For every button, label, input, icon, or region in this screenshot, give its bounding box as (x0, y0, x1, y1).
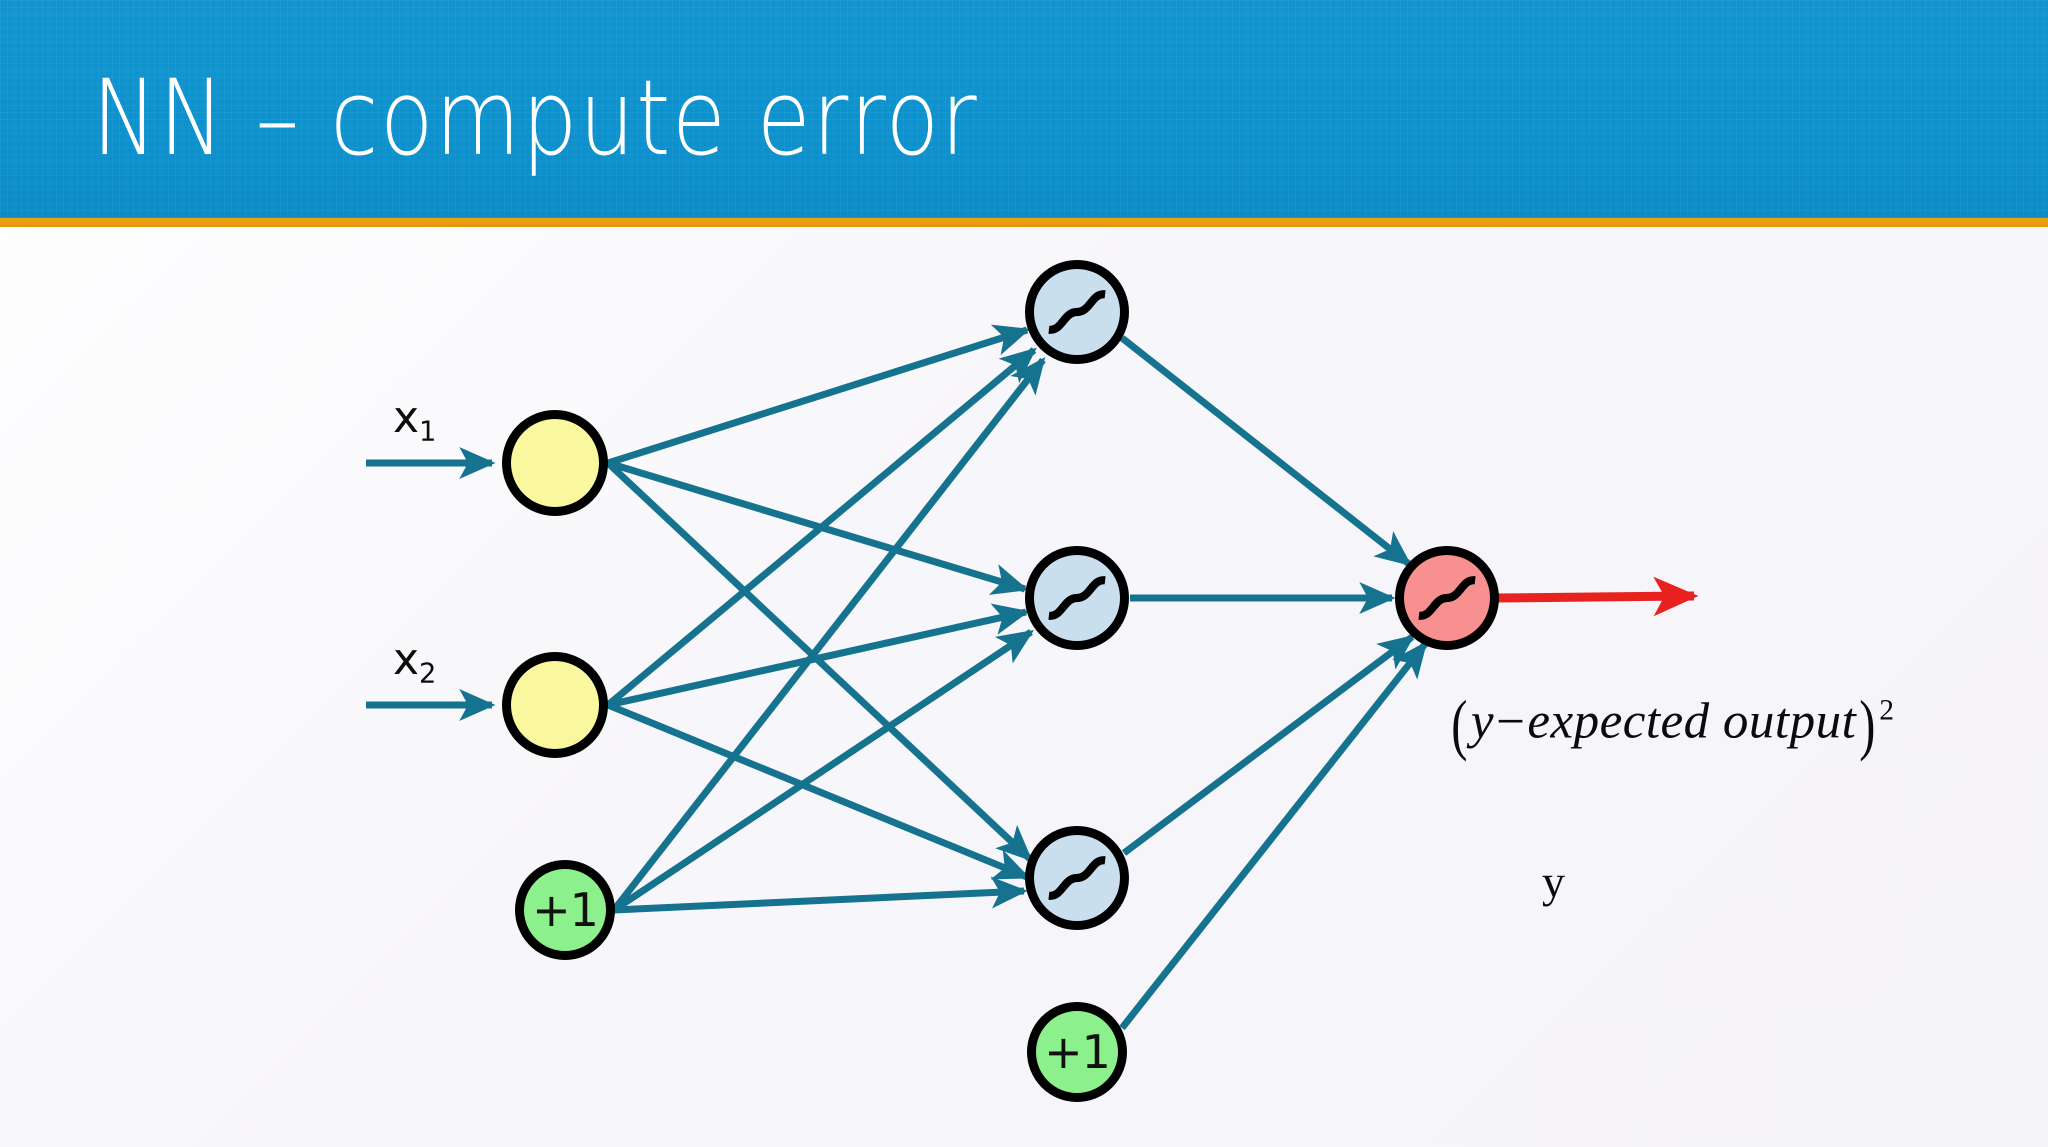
edge-b1-h3 (613, 876, 1028, 914)
edge-x1-h1 (606, 324, 1031, 467)
output-label-y: y (1542, 856, 1565, 907)
edge-x1-h2 (606, 459, 1029, 595)
hidden-node-1[interactable] (1025, 260, 1129, 364)
header-accent-rule (0, 218, 2048, 227)
edge-b1-h2 (612, 629, 1035, 913)
bias-node-input-layer[interactable]: +1 (515, 860, 615, 960)
edge-h1-out (1119, 335, 1412, 567)
bias-node-hidden-layer-label: +1 (1044, 1025, 1111, 1079)
edge-x2-h2 (607, 603, 1030, 709)
formula-variable: y (1470, 693, 1495, 750)
input-node-x1[interactable] (502, 410, 608, 516)
sigmoid-icon (1048, 290, 1106, 334)
input-label-x2: x2 (393, 634, 436, 690)
hidden-node-2[interactable] (1025, 546, 1129, 650)
input-node-x2[interactable] (502, 652, 608, 758)
edge-x2-h1 (605, 347, 1037, 708)
edge-output-y (1495, 576, 1699, 617)
sigmoid-icon (1048, 576, 1106, 620)
output-node[interactable] (1395, 546, 1499, 650)
bias-node-input-layer-label: +1 (532, 883, 599, 937)
input-label-x2-sub: 2 (419, 658, 437, 690)
network-edges-layer (366, 324, 1699, 1031)
formula-close-paren: ) (1859, 687, 1876, 762)
sigmoid-icon (1418, 576, 1476, 620)
error-formula: (y−expected output)2 (1448, 686, 1895, 764)
input-label-x1: x1 (393, 392, 436, 448)
slide-header-band (0, 0, 2048, 218)
sigmoid-icon (1048, 856, 1106, 900)
edge-b2-out (1119, 641, 1428, 1031)
bias-node-hidden-layer[interactable]: +1 (1027, 1002, 1127, 1102)
formula-term: expected output (1527, 693, 1857, 750)
input-label-x1-main: x (393, 392, 420, 443)
input-label-x2-main: x (393, 634, 420, 685)
formula-open-paren: ( (1451, 687, 1468, 762)
input-label-x1-sub: 1 (419, 416, 437, 448)
formula-minus: − (1496, 693, 1526, 750)
neural-network-diagram: x1 x2 +1 +1 (0, 227, 2048, 1147)
hidden-node-3[interactable] (1025, 826, 1129, 930)
edge-b1-h1 (611, 357, 1046, 913)
edge-h3-out (1121, 634, 1415, 856)
page-title: NN – compute error (92, 57, 979, 179)
formula-exponent: 2 (1879, 694, 1895, 727)
edge-x2-h3 (606, 701, 1031, 881)
